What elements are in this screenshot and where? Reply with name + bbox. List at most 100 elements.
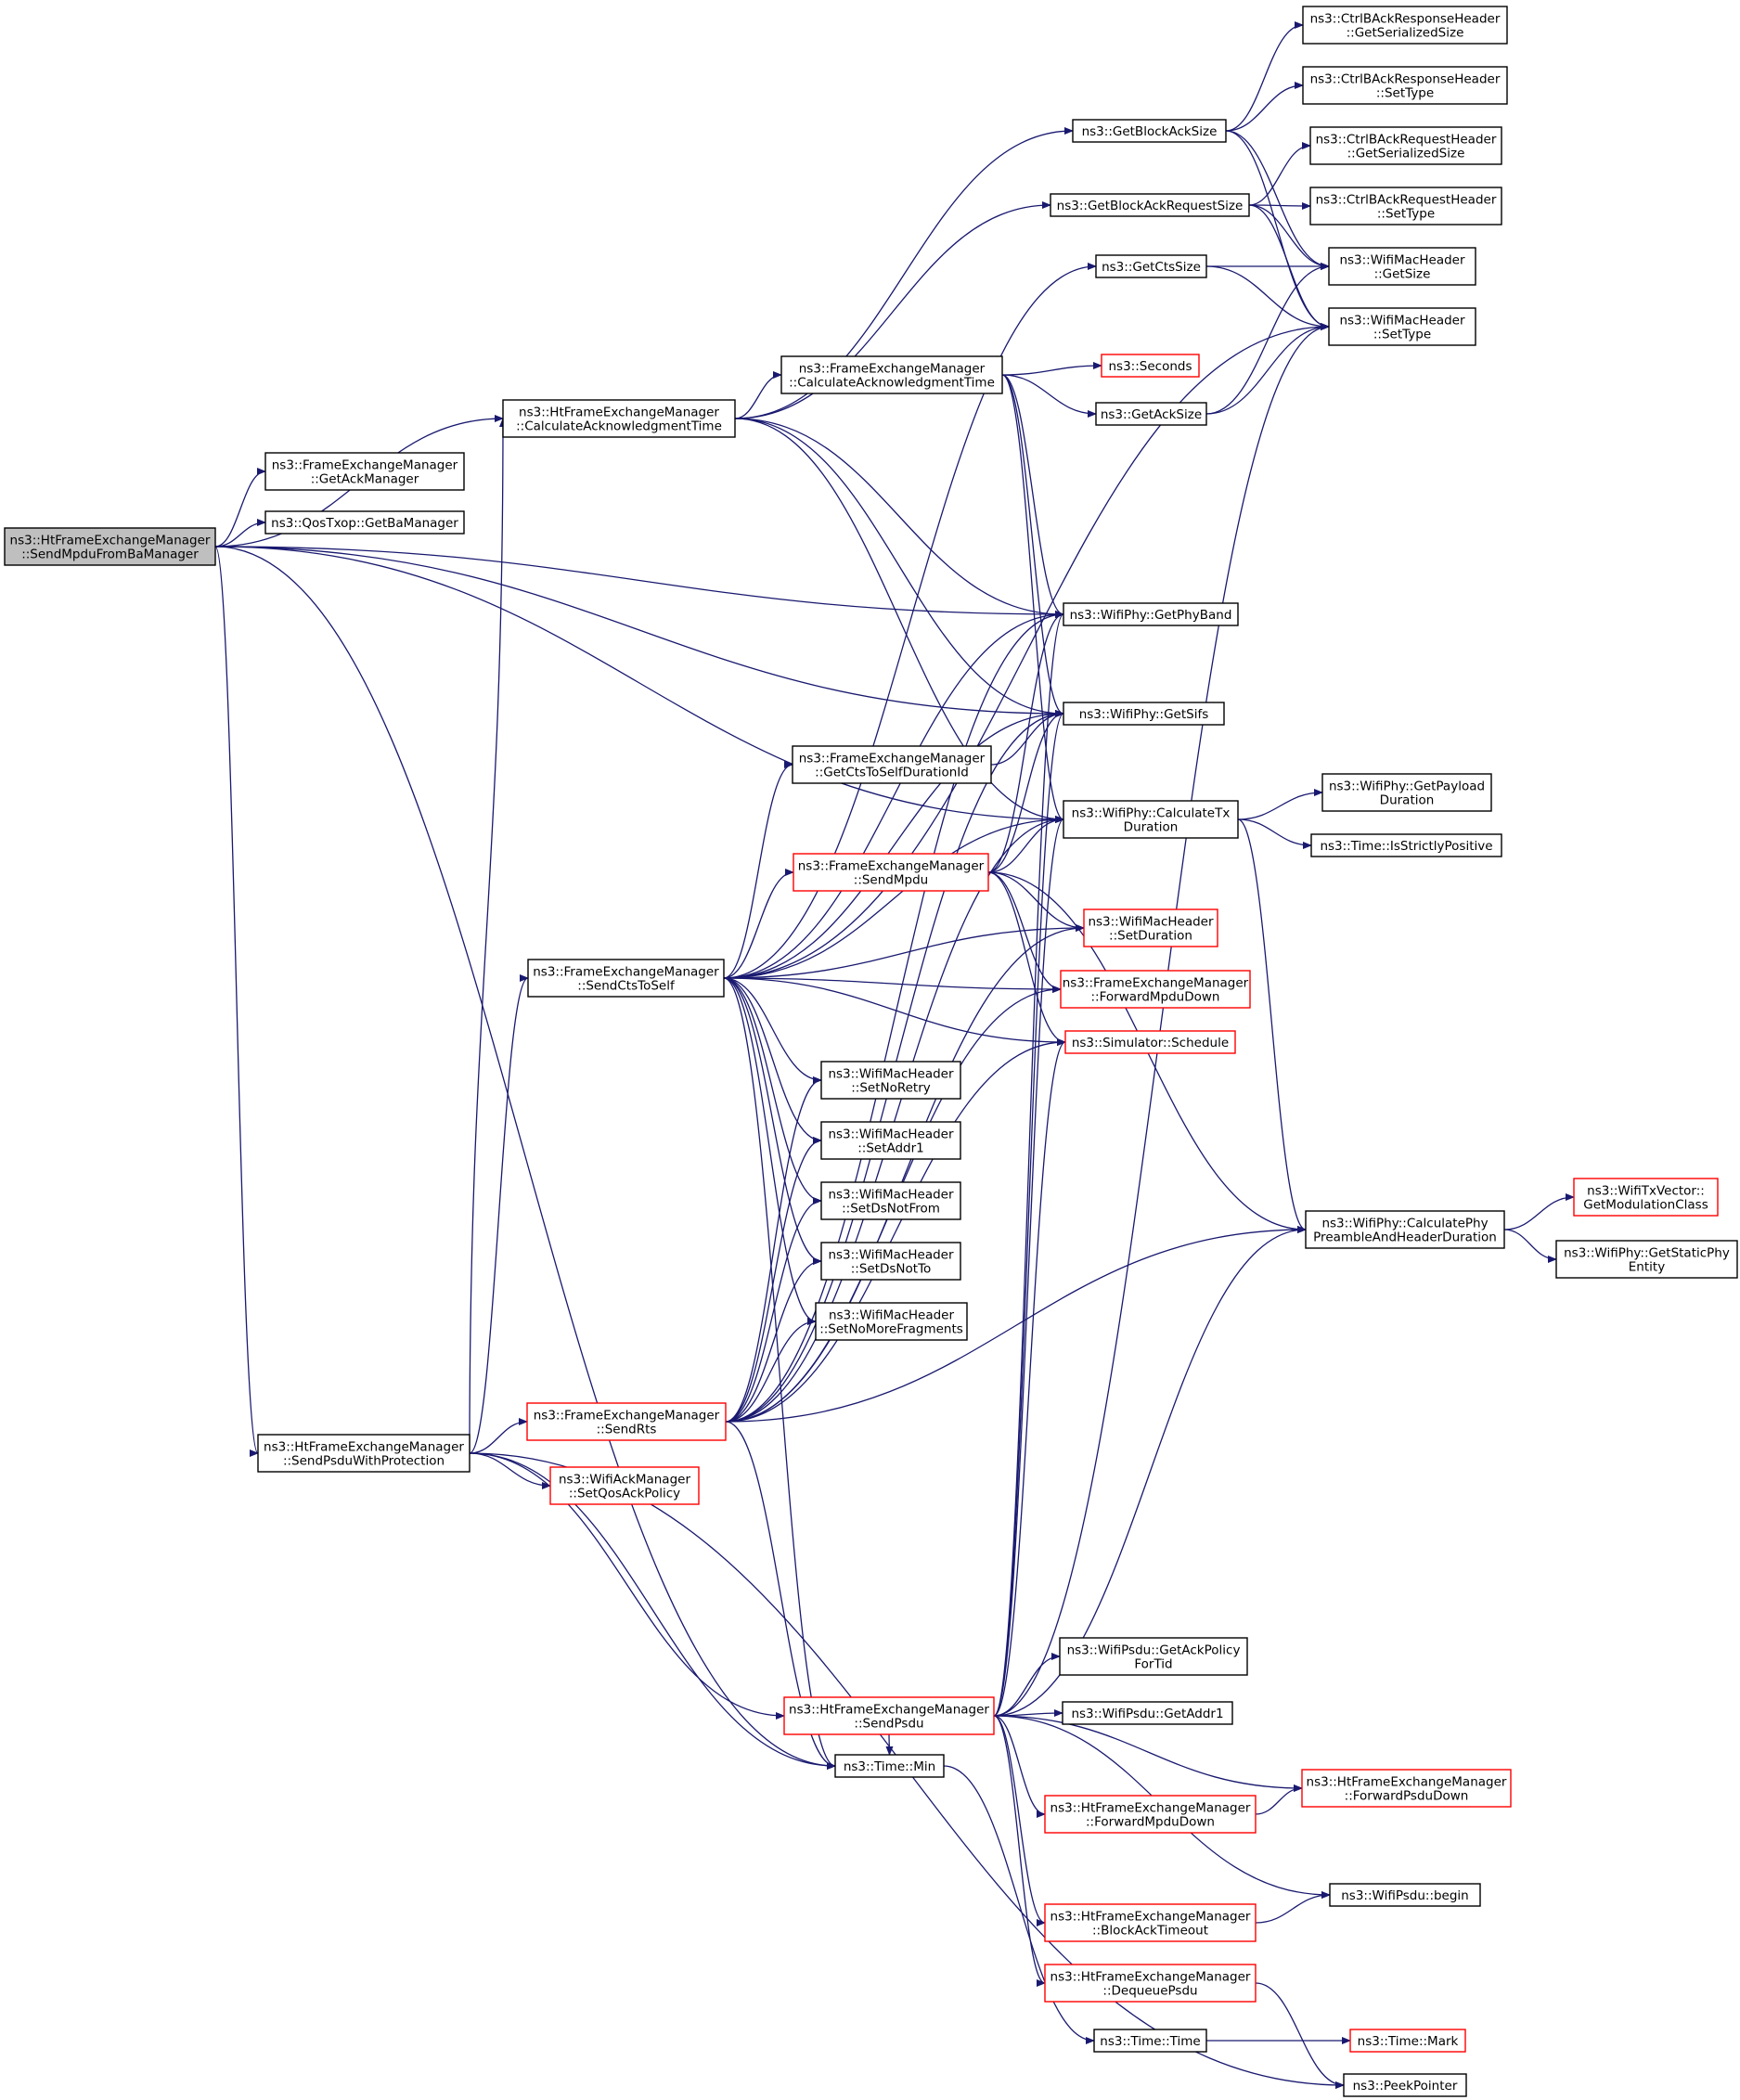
node-psduAddr1[interactable]: ns3::WifiPsdu::GetAddr1 <box>1062 1701 1233 1725</box>
node-setNoRetry[interactable]: ns3::WifiMacHeader::SetNoRetry <box>820 1061 961 1100</box>
node-label-line: ns3::WifiMacHeader <box>828 1248 954 1263</box>
node-psduBegin[interactable]: ns3::WifiPsdu::begin <box>1329 1883 1481 1907</box>
node-label-line: ns3::FrameExchangeManager <box>799 362 986 377</box>
node-macSetType[interactable]: ns3::WifiMacHeader::SetType <box>1328 307 1476 346</box>
node-box <box>1309 126 1502 165</box>
node-getAckSize[interactable]: ns3::GetAckSize <box>1095 402 1207 426</box>
node-baRespType[interactable]: ns3::CtrlBAckResponseHeader::SetType <box>1302 66 1508 105</box>
node-seconds[interactable]: ns3::Seconds <box>1101 354 1200 378</box>
node-dequeuePsdu[interactable]: ns3::HtFrameExchangeManager::DequeuePsdu <box>1044 1964 1257 2003</box>
node-label-line: ns3::Time::Time <box>1100 2034 1200 2049</box>
node-getBlockAckReqSize[interactable]: ns3::GetBlockAckRequestSize <box>1050 193 1250 217</box>
node-box <box>1343 2073 1467 2097</box>
node-setDsNotFrom[interactable]: ns3::WifiMacHeader::SetDsNotFrom <box>820 1181 961 1220</box>
call-edge-sendCtsToSelf-to-timeMin <box>723 977 836 1770</box>
node-label-line: ::SetType <box>1373 328 1431 342</box>
node-getModClass[interactable]: ns3::WifiTxVector::GetModulationClass <box>1573 1178 1719 1217</box>
node-label-line: ns3::WifiPhy::GetPayload <box>1329 779 1485 794</box>
node-blockAckTimeout[interactable]: ns3::HtFrameExchangeManager::BlockAckTim… <box>1044 1903 1257 1942</box>
node-setAddr1[interactable]: ns3::WifiMacHeader::SetAddr1 <box>820 1121 961 1160</box>
node-setQosAck[interactable]: ns3::WifiAckManager::SetQosAckPolicy <box>549 1466 700 1505</box>
node-timeMin[interactable]: ns3::Time::Min <box>834 1754 945 1778</box>
node-schedule[interactable]: ns3::Simulator::Schedule <box>1064 1030 1236 1054</box>
call-edge-calcAckFem-to-getPhyBand <box>1001 374 1064 618</box>
call-edge-sendPsdu-to-getPhyBand <box>993 611 1064 1717</box>
node-timeMark[interactable]: ns3::Time::Mark <box>1349 2029 1466 2053</box>
node-calcAckFem[interactable]: ns3::FrameExchangeManager::CalculateAckn… <box>780 355 1003 394</box>
node-sendPsdu[interactable]: ns3::HtFrameExchangeManager::SendPsdu <box>783 1696 995 1735</box>
node-fwdMpduFem[interactable]: ns3::FrameExchangeManager::ForwardMpduDo… <box>1060 970 1251 1009</box>
node-label-line: ns3::FrameExchangeManager <box>272 458 458 473</box>
node-getSifs[interactable]: ns3::WifiPhy::GetSifs <box>1063 702 1225 726</box>
node-peekPtr[interactable]: ns3::PeekPointer <box>1343 2073 1467 2097</box>
node-label-line: ::SetAddr1 <box>857 1141 924 1156</box>
node-getBaMgr[interactable]: ns3::QosTxop::GetBaManager <box>264 510 465 535</box>
call-edge-root-to-sendPsduProt <box>214 546 259 1457</box>
node-getPhyBand[interactable]: ns3::WifiPhy::GetPhyBand <box>1063 602 1239 626</box>
node-label-line: ::SendMpdu <box>854 873 928 888</box>
node-box <box>1301 1769 1512 1808</box>
node-getBlockAckSize[interactable]: ns3::GetBlockAckSize <box>1072 119 1227 143</box>
node-setDsNotTo[interactable]: ns3::WifiMacHeader::SetDsNotTo <box>820 1242 961 1281</box>
call-edge-getCtsToSelf-to-getSifs <box>990 710 1064 766</box>
node-baReqSer[interactable]: ns3::CtrlBAckRequestHeader::GetSerialize… <box>1309 126 1502 165</box>
call-edge-sendRts-to-setDsNotFrom <box>725 1197 822 1423</box>
call-edge-sendPsduProt-to-sendRts <box>469 1418 528 1454</box>
node-label-line: ns3::CtrlBAckResponseHeader <box>1310 12 1501 27</box>
node-setDuration[interactable]: ns3::WifiMacHeader::SetDuration <box>1083 908 1218 947</box>
node-baReqType[interactable]: ns3::CtrlBAckRequestHeader::SetType <box>1309 187 1502 225</box>
node-sendRts[interactable]: ns3::FrameExchangeManager::SendRts <box>526 1402 727 1441</box>
node-getCtsToSelf[interactable]: ns3::FrameExchangeManager::GetCtsToSelfD… <box>792 745 992 784</box>
node-calcPreamble[interactable]: ns3::WifiPhy::CalculatePhyPreambleAndHea… <box>1305 1210 1505 1249</box>
node-box <box>1101 354 1200 378</box>
call-edge-sendPsdu-to-macSetType <box>993 323 1330 1717</box>
call-edge-sendPsdu-to-fwdPsduHt <box>993 1715 1303 1792</box>
node-baRespSer[interactable]: ns3::CtrlBAckResponseHeader::GetSerializ… <box>1302 6 1508 45</box>
node-getCtsSize[interactable]: ns3::GetCtsSize <box>1095 254 1207 278</box>
node-getAckMgr[interactable]: ns3::FrameExchangeManager::GetAckManager <box>264 452 465 491</box>
node-box <box>264 452 465 491</box>
call-edge-sendPsdu-to-getSifs <box>993 710 1064 1717</box>
call-edge-sendCtsToSelf-to-setNoMoreFrag <box>723 977 817 1325</box>
node-fwdPsduHt[interactable]: ns3::HtFrameExchangeManager::ForwardPsdu… <box>1301 1769 1512 1808</box>
node-box <box>820 1061 961 1100</box>
node-macGetSize[interactable]: ns3::WifiMacHeader::GetSize <box>1328 247 1476 286</box>
node-calcAckHt[interactable]: ns3::HtFrameExchangeManager::CalculateAc… <box>502 399 736 438</box>
node-box <box>1302 6 1508 45</box>
node-label-line: ns3::WifiMacHeader <box>1339 253 1465 268</box>
node-root[interactable]: ns3::HtFrameExchangeManager::SendMpduFro… <box>4 527 216 566</box>
node-box <box>834 1754 945 1778</box>
node-sendCtsToSelf[interactable]: ns3::FrameExchangeManager::SendCtsToSelf <box>527 959 725 998</box>
call-edge-sendPsdu-to-dequeuePsdu <box>993 1715 1046 1987</box>
node-label-line: ns3::Time::IsStrictlyPositive <box>1320 839 1492 854</box>
node-sendMpdu[interactable]: ns3::FrameExchangeManager::SendMpdu <box>793 853 989 892</box>
node-isStrictPos[interactable]: ns3::Time::IsStrictlyPositive <box>1310 833 1502 857</box>
node-box <box>815 1302 968 1341</box>
node-label-line: ns3::FrameExchangeManager <box>534 1409 720 1424</box>
call-edge-blockAckTimeout-to-psduBegin <box>1255 1891 1331 1924</box>
node-box <box>1059 1637 1248 1676</box>
call-edge-sendPsdu-to-fwdMpduHt <box>993 1715 1046 1818</box>
node-label-line: ns3::HtFrameExchangeManager <box>1050 1801 1251 1816</box>
node-label-line: ns3::WifiPhy::GetSifs <box>1079 707 1209 722</box>
node-label-line: ns3::WifiMacHeader <box>1339 314 1465 329</box>
call-edge-sendCtsToSelf-to-setDuration <box>723 924 1085 979</box>
node-label-line: ns3::WifiPsdu::GetAckPolicy <box>1067 1643 1241 1658</box>
node-label-line: ::DequeuePsdu <box>1102 1984 1197 1999</box>
node-setNoMoreFrag[interactable]: ns3::WifiMacHeader::SetNoMoreFragments <box>815 1302 968 1341</box>
node-label-line: Duration <box>1124 820 1179 835</box>
node-timeTime[interactable]: ns3::Time::Time <box>1093 2029 1207 2053</box>
node-label-line: ns3::Time::Min <box>844 1759 935 1774</box>
node-box <box>1083 908 1218 947</box>
call-edge-calcAckFem-to-getAckSize <box>1001 374 1097 418</box>
call-edge-getBlockAckReqSize-to-baReqType <box>1248 201 1311 210</box>
call-edge-getBlockAckSize-to-baRespType <box>1225 82 1304 132</box>
node-sendPsduProt[interactable]: ns3::HtFrameExchangeManager::SendPsduWit… <box>257 1434 470 1473</box>
node-fwdMpduHt[interactable]: ns3::HtFrameExchangeManager::ForwardMpdu… <box>1044 1795 1257 1834</box>
node-label-line: ::SendPsdu <box>854 1717 923 1732</box>
call-edge-fwdMpduHt-to-fwdPsduHt <box>1255 1784 1303 1815</box>
